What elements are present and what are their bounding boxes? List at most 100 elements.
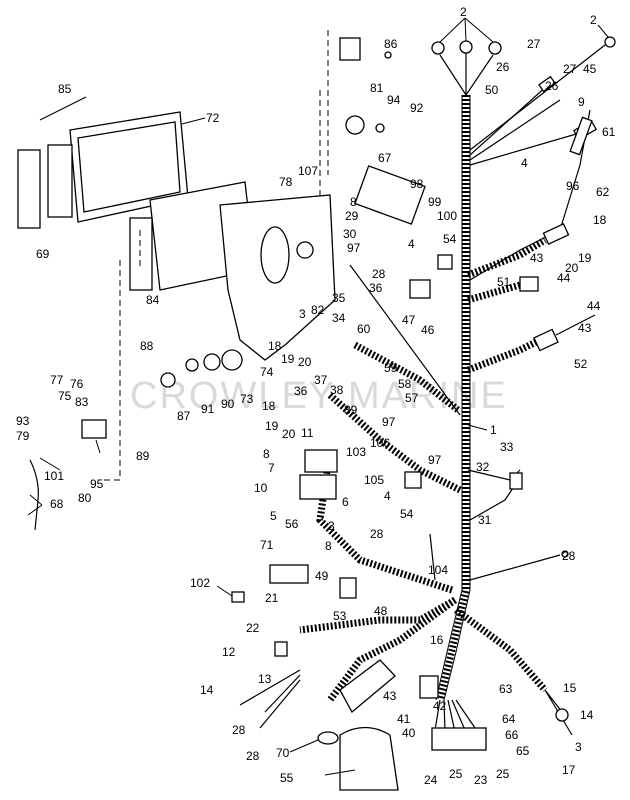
callout-label: 65	[516, 744, 530, 758]
callout-label: 82	[311, 303, 325, 317]
callout-label: 50	[485, 83, 499, 97]
callout-label: 15	[563, 681, 577, 695]
callout-label: 54	[400, 507, 414, 521]
callout-label: 5	[270, 509, 277, 523]
callout-label: 8	[325, 539, 332, 553]
callout-label: 48	[374, 604, 388, 618]
callout-label: 43	[383, 689, 397, 703]
callout-label: 98	[410, 177, 424, 191]
callout-label: 76	[70, 377, 84, 391]
callout-label: 20	[282, 427, 296, 441]
callout-label: 62	[596, 185, 610, 199]
callout-label: 79	[16, 429, 30, 443]
callout-label: 90	[221, 397, 235, 411]
callout-label: 101	[44, 469, 64, 483]
callout-label: 71	[260, 538, 274, 552]
callout-label: 88	[140, 339, 154, 353]
callout-leaders	[27, 17, 609, 776]
callout-label: 42	[433, 699, 447, 713]
callout-label: 44	[587, 299, 601, 313]
callout-label: 66	[505, 728, 519, 742]
callout-label: 32	[476, 460, 490, 474]
callout-label: 1	[490, 423, 497, 437]
callout-label: 85	[58, 82, 72, 96]
callout-label: 52	[574, 357, 588, 371]
callout-label: 100	[437, 209, 457, 223]
callout-label: 104	[428, 563, 448, 577]
callout-label: 91	[201, 402, 215, 416]
callout-label: 106	[370, 436, 390, 450]
main-harness	[299, 36, 616, 736]
callout-labels: 2 2 86 27 26 27 45 50 26 9 85 81 94 92 7…	[16, 5, 616, 787]
callout-label: 54	[443, 232, 457, 246]
callout-label: 12	[222, 645, 236, 659]
callout-label: 26	[545, 79, 559, 93]
callout-label: 9	[578, 95, 585, 109]
callout-label: 11	[301, 426, 314, 440]
callout-label: 4	[384, 489, 391, 503]
callout-label: 17	[562, 763, 576, 777]
callout-label: 19	[578, 251, 592, 265]
callout-label: 20	[298, 355, 312, 369]
callout-label: 7	[268, 461, 275, 475]
callout-label: 20	[565, 261, 579, 275]
callout-label: 28	[562, 549, 576, 563]
callout-label: 69	[36, 247, 50, 261]
callout-label: 64	[502, 712, 516, 726]
callout-label: 14	[580, 708, 594, 722]
callout-label: 56	[285, 517, 299, 531]
callout-label: 51	[497, 275, 511, 289]
misc-parts	[29, 37, 487, 791]
callout-label: 97	[347, 241, 361, 255]
callout-label: 97	[428, 453, 442, 467]
callout-label: 93	[16, 414, 30, 428]
callout-label: 28	[232, 723, 246, 737]
callout-label: 21	[265, 591, 279, 605]
callout-label: 28	[246, 749, 260, 763]
callout-label: 43	[578, 321, 592, 335]
callout-label: 30	[343, 227, 357, 241]
callout-label: 34	[332, 311, 346, 325]
callout-label: 8	[350, 195, 357, 209]
callout-label: 103	[346, 445, 366, 459]
callout-label: 78	[279, 175, 293, 189]
callout-label: 13	[258, 672, 272, 686]
callout-label: 18	[262, 399, 276, 413]
callout-label: 45	[583, 62, 597, 76]
callout-label: 3	[299, 307, 306, 321]
callout-label: 2	[460, 5, 467, 19]
callout-label: 99	[428, 195, 442, 209]
callout-label: 86	[384, 37, 398, 51]
dashed-leaders	[98, 30, 329, 481]
callout-label: 22	[246, 621, 260, 635]
callout-label: 60	[357, 322, 371, 336]
callout-label: 23	[474, 773, 488, 787]
callout-label: 68	[50, 497, 64, 511]
callout-label: 89	[136, 449, 150, 463]
callout-label: 6	[342, 495, 349, 509]
callout-label: 55	[280, 771, 294, 785]
callout-label: 24	[424, 773, 438, 787]
callout-label: 19	[265, 419, 279, 433]
callout-label: 107	[298, 164, 318, 178]
callout-label: 36	[294, 384, 308, 398]
callout-label: 87	[177, 409, 191, 423]
callout-label: 40	[402, 726, 416, 740]
callout-label: 80	[78, 491, 92, 505]
callout-label: 63	[499, 682, 513, 696]
callout-label: 27	[527, 37, 541, 51]
callout-label: 81	[370, 81, 384, 95]
callout-label: 31	[478, 513, 492, 527]
callout-label: 26	[496, 60, 510, 74]
callout-label: 3	[328, 519, 335, 533]
callout-label: 39	[344, 403, 358, 417]
callout-label: 67	[378, 151, 392, 165]
callout-label: 97	[382, 415, 396, 429]
callout-label: 58	[398, 377, 412, 391]
callout-label: 2	[590, 13, 597, 27]
ecu-modules	[17, 111, 336, 361]
callout-label: 27	[563, 62, 577, 76]
callout-label: 83	[75, 395, 89, 409]
callout-label: 105	[364, 473, 384, 487]
